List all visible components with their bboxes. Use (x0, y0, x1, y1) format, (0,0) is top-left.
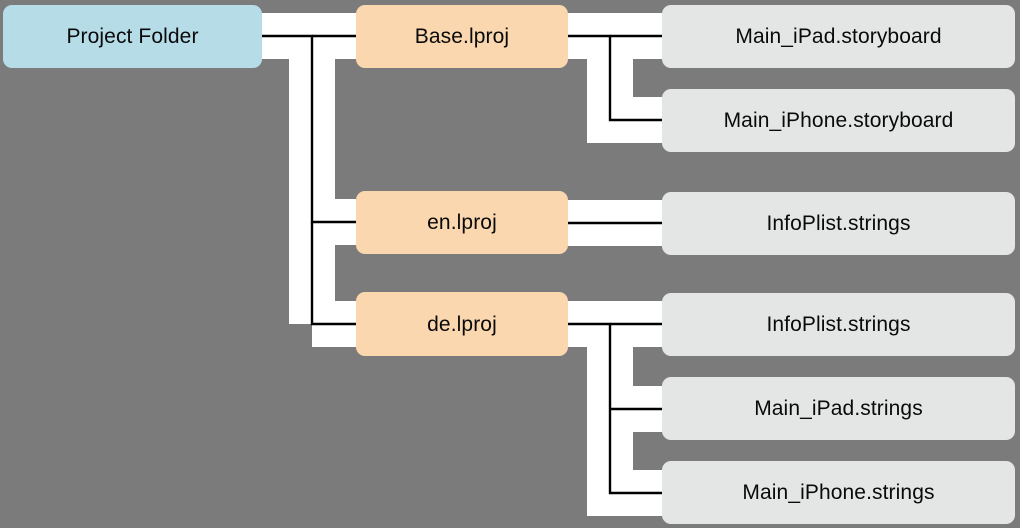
edge-de-lproj-to-main-iphone-strings (568, 322, 662, 495)
edge-project-folder-to-en-lproj (262, 34, 356, 224)
node-label: InfoPlist.strings (766, 313, 911, 336)
node-label: Project Folder (66, 25, 199, 48)
node-label: Main_iPhone.strings (742, 481, 935, 504)
edge-base-lproj-to-main-iphone-storyboard (568, 34, 662, 122)
node-de-lproj[interactable]: de.lproj (356, 292, 568, 356)
node-main-ipad-storyboard[interactable]: Main_iPad.storyboard (662, 5, 1015, 68)
node-main-iphone-storyboard[interactable]: Main_iPhone.storyboard (662, 89, 1015, 152)
node-label: de.lproj (427, 312, 497, 336)
node-label: InfoPlist.strings (766, 212, 911, 235)
node-label: Main_iPad.strings (754, 397, 923, 420)
node-label: Main_iPad.storyboard (735, 25, 942, 48)
node-infoplist-strings-en[interactable]: InfoPlist.strings (662, 192, 1015, 255)
node-base-lproj[interactable]: Base.lproj (356, 5, 568, 68)
node-label: en.lproj (427, 211, 497, 234)
node-label: Main_iPhone.storyboard (723, 109, 954, 132)
edge-project-folder-to-de-lproj (310, 222, 356, 326)
node-label: Base.lproj (414, 25, 510, 48)
node-main-iphone-strings[interactable]: Main_iPhone.strings (662, 461, 1015, 524)
node-main-ipad-strings[interactable]: Main_iPad.strings (662, 377, 1015, 440)
node-infoplist-strings-de[interactable]: InfoPlist.strings (662, 293, 1015, 356)
node-project-folder[interactable]: Project Folder (3, 5, 262, 68)
node-en-lproj[interactable]: en.lproj (356, 191, 568, 254)
